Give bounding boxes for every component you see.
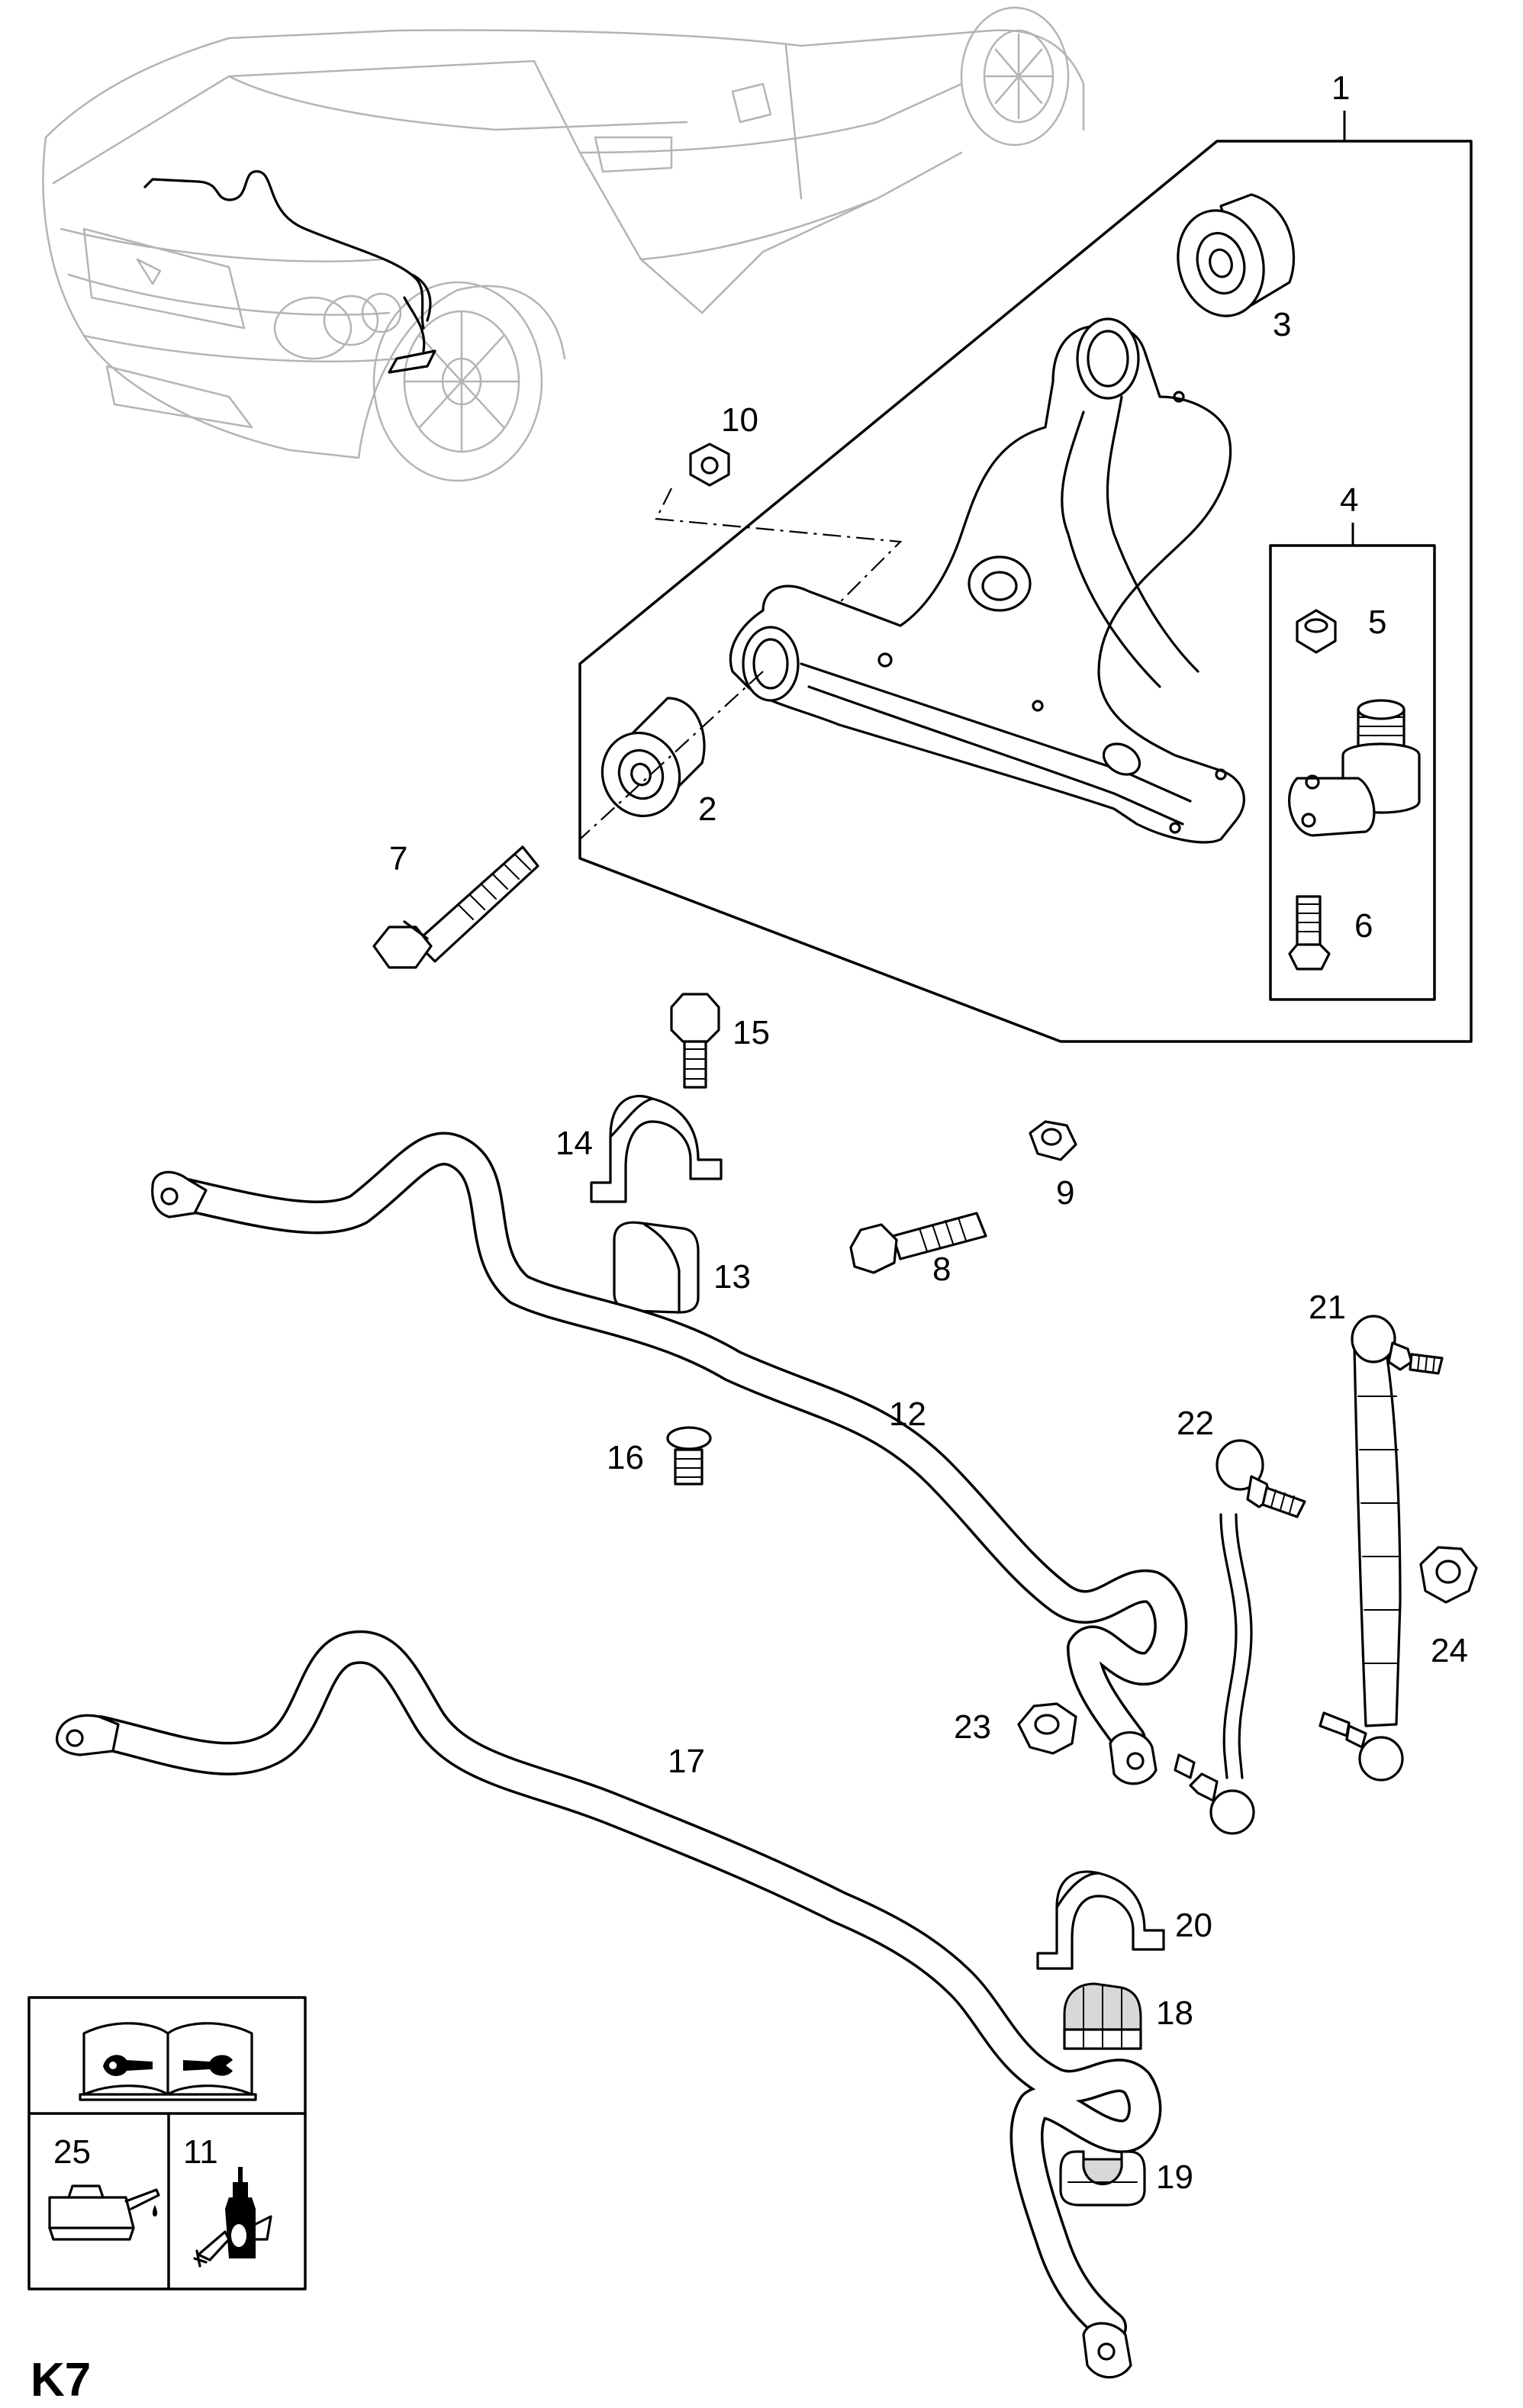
adhesive-bottle-icon (193, 2167, 272, 2268)
bushing-3 (1177, 193, 1296, 317)
bolt-6 (1288, 895, 1331, 971)
part-label-2: 2 (698, 790, 716, 828)
part-label-22: 22 (1177, 1405, 1214, 1442)
bolt-8 (849, 1212, 987, 1274)
assembly-axis-line (579, 488, 903, 840)
bolt-7 (372, 845, 539, 969)
control-arm-assembly-frame (578, 140, 1473, 1043)
oil-can-icon (48, 2184, 160, 2241)
part-label-6: 6 (1354, 907, 1373, 945)
stabilizer-link-22 (1174, 1439, 1306, 1835)
part-label-23: 23 (954, 1708, 991, 1746)
legend-box (27, 1996, 307, 2290)
nut-24 (1419, 1546, 1478, 1604)
part-label-8: 8 (932, 1251, 951, 1288)
bushing-2 (601, 697, 706, 818)
part-label-16: 16 (607, 1439, 644, 1476)
nut-9 (1029, 1120, 1077, 1161)
control-arm (729, 317, 1245, 844)
bushing-19 (1059, 2150, 1146, 2207)
stabilizer-bar-12 (151, 1132, 1188, 1785)
part-label-9: 9 (1056, 1174, 1074, 1212)
repair-manual-icon (79, 2022, 257, 2101)
stabilizer-link-21 (1319, 1315, 1444, 1782)
bolt-15 (670, 993, 720, 1089)
part-label-17: 17 (668, 1743, 705, 1780)
bushing-13 (613, 1221, 700, 1314)
ball-joint (1288, 699, 1421, 837)
part-label-18: 18 (1156, 1994, 1193, 2032)
part-label-21: 21 (1309, 1289, 1346, 1326)
part-label-24: 24 (1431, 1632, 1468, 1669)
part-label-12: 12 (889, 1396, 926, 1433)
part-label-13: 13 (713, 1258, 751, 1296)
part-label-1: 1 (1331, 69, 1350, 107)
plug-16 (666, 1426, 712, 1486)
bushing-18 (1063, 1982, 1142, 2050)
part-label-20: 20 (1175, 1907, 1212, 1944)
section-code: K7 (31, 2354, 91, 2406)
clamp-14 (590, 1095, 723, 1203)
vehicle-outline (42, 6, 1085, 482)
part-label-4: 4 (1340, 481, 1358, 519)
nut-10 (689, 443, 730, 487)
part-label-11: 11 (183, 2133, 218, 2171)
part-label-14: 14 (555, 1125, 593, 1162)
nut-23 (1017, 1702, 1077, 1755)
part-label-10: 10 (721, 401, 758, 439)
part-label-25: 25 (53, 2133, 91, 2171)
part-label-19: 19 (1156, 2159, 1193, 2196)
part-label-5: 5 (1368, 604, 1386, 641)
nut-5 (1296, 609, 1337, 654)
stabilizer-bar-17 (56, 1630, 1162, 2379)
clamp-20 (1036, 1870, 1165, 1970)
part-label-3: 3 (1273, 306, 1291, 343)
part-label-15: 15 (733, 1014, 770, 1051)
part-label-7: 7 (389, 840, 407, 877)
